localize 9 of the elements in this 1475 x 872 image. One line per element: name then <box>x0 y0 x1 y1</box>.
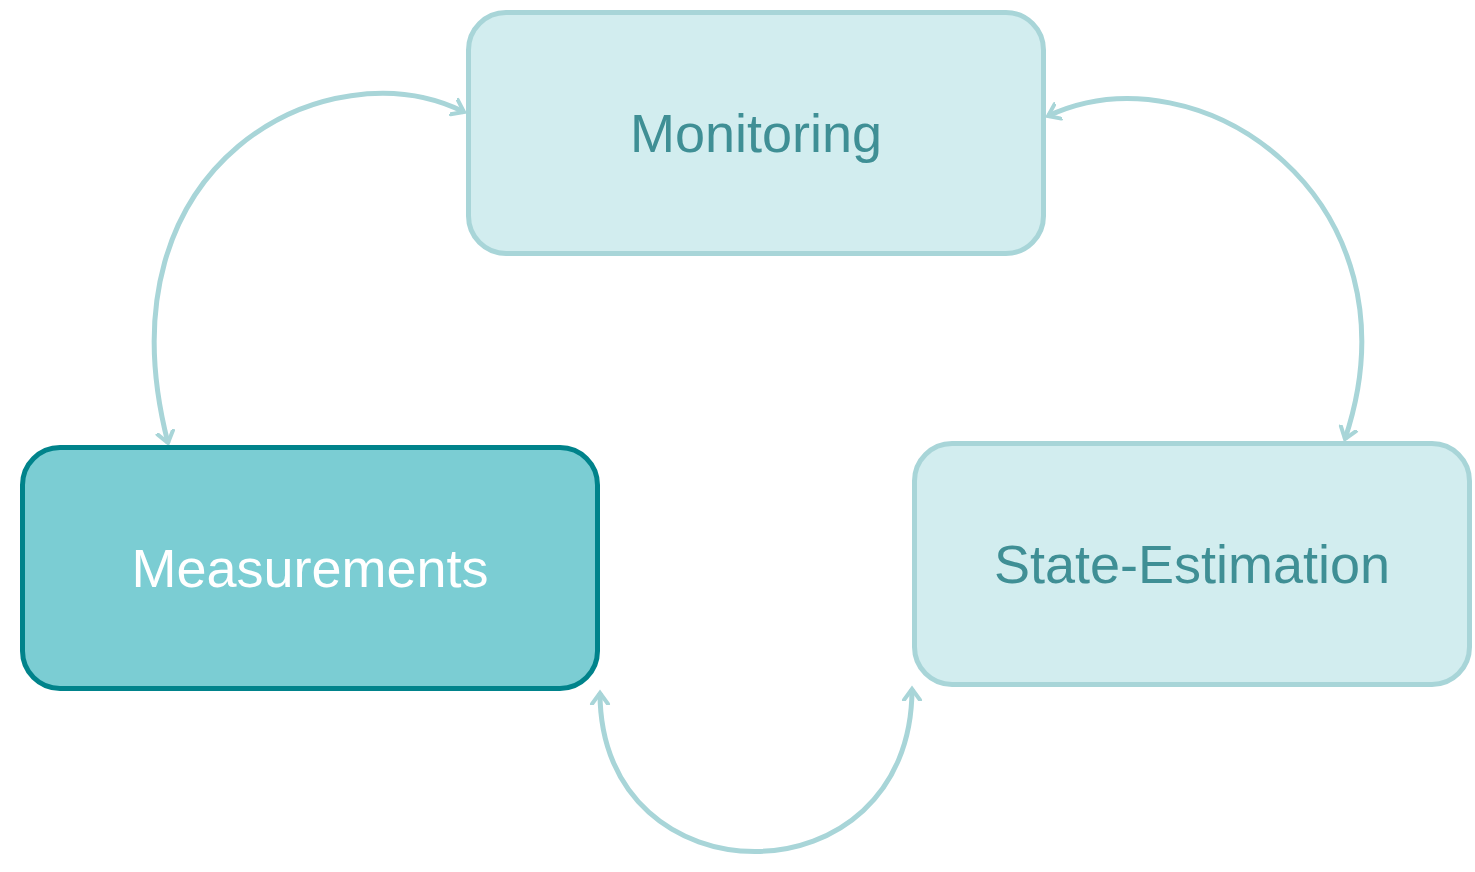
node-label: State-Estimation <box>993 533 1391 595</box>
curved-double-arrow <box>152 91 466 445</box>
curved-double-arrow <box>591 687 921 854</box>
rounded-box <box>466 10 1046 256</box>
node-label: Monitoring <box>629 102 883 164</box>
rounded-box <box>20 445 600 691</box>
node-label: Measurements <box>131 537 489 599</box>
curved-double-arrow <box>1046 96 1364 441</box>
rounded-box <box>912 441 1472 687</box>
